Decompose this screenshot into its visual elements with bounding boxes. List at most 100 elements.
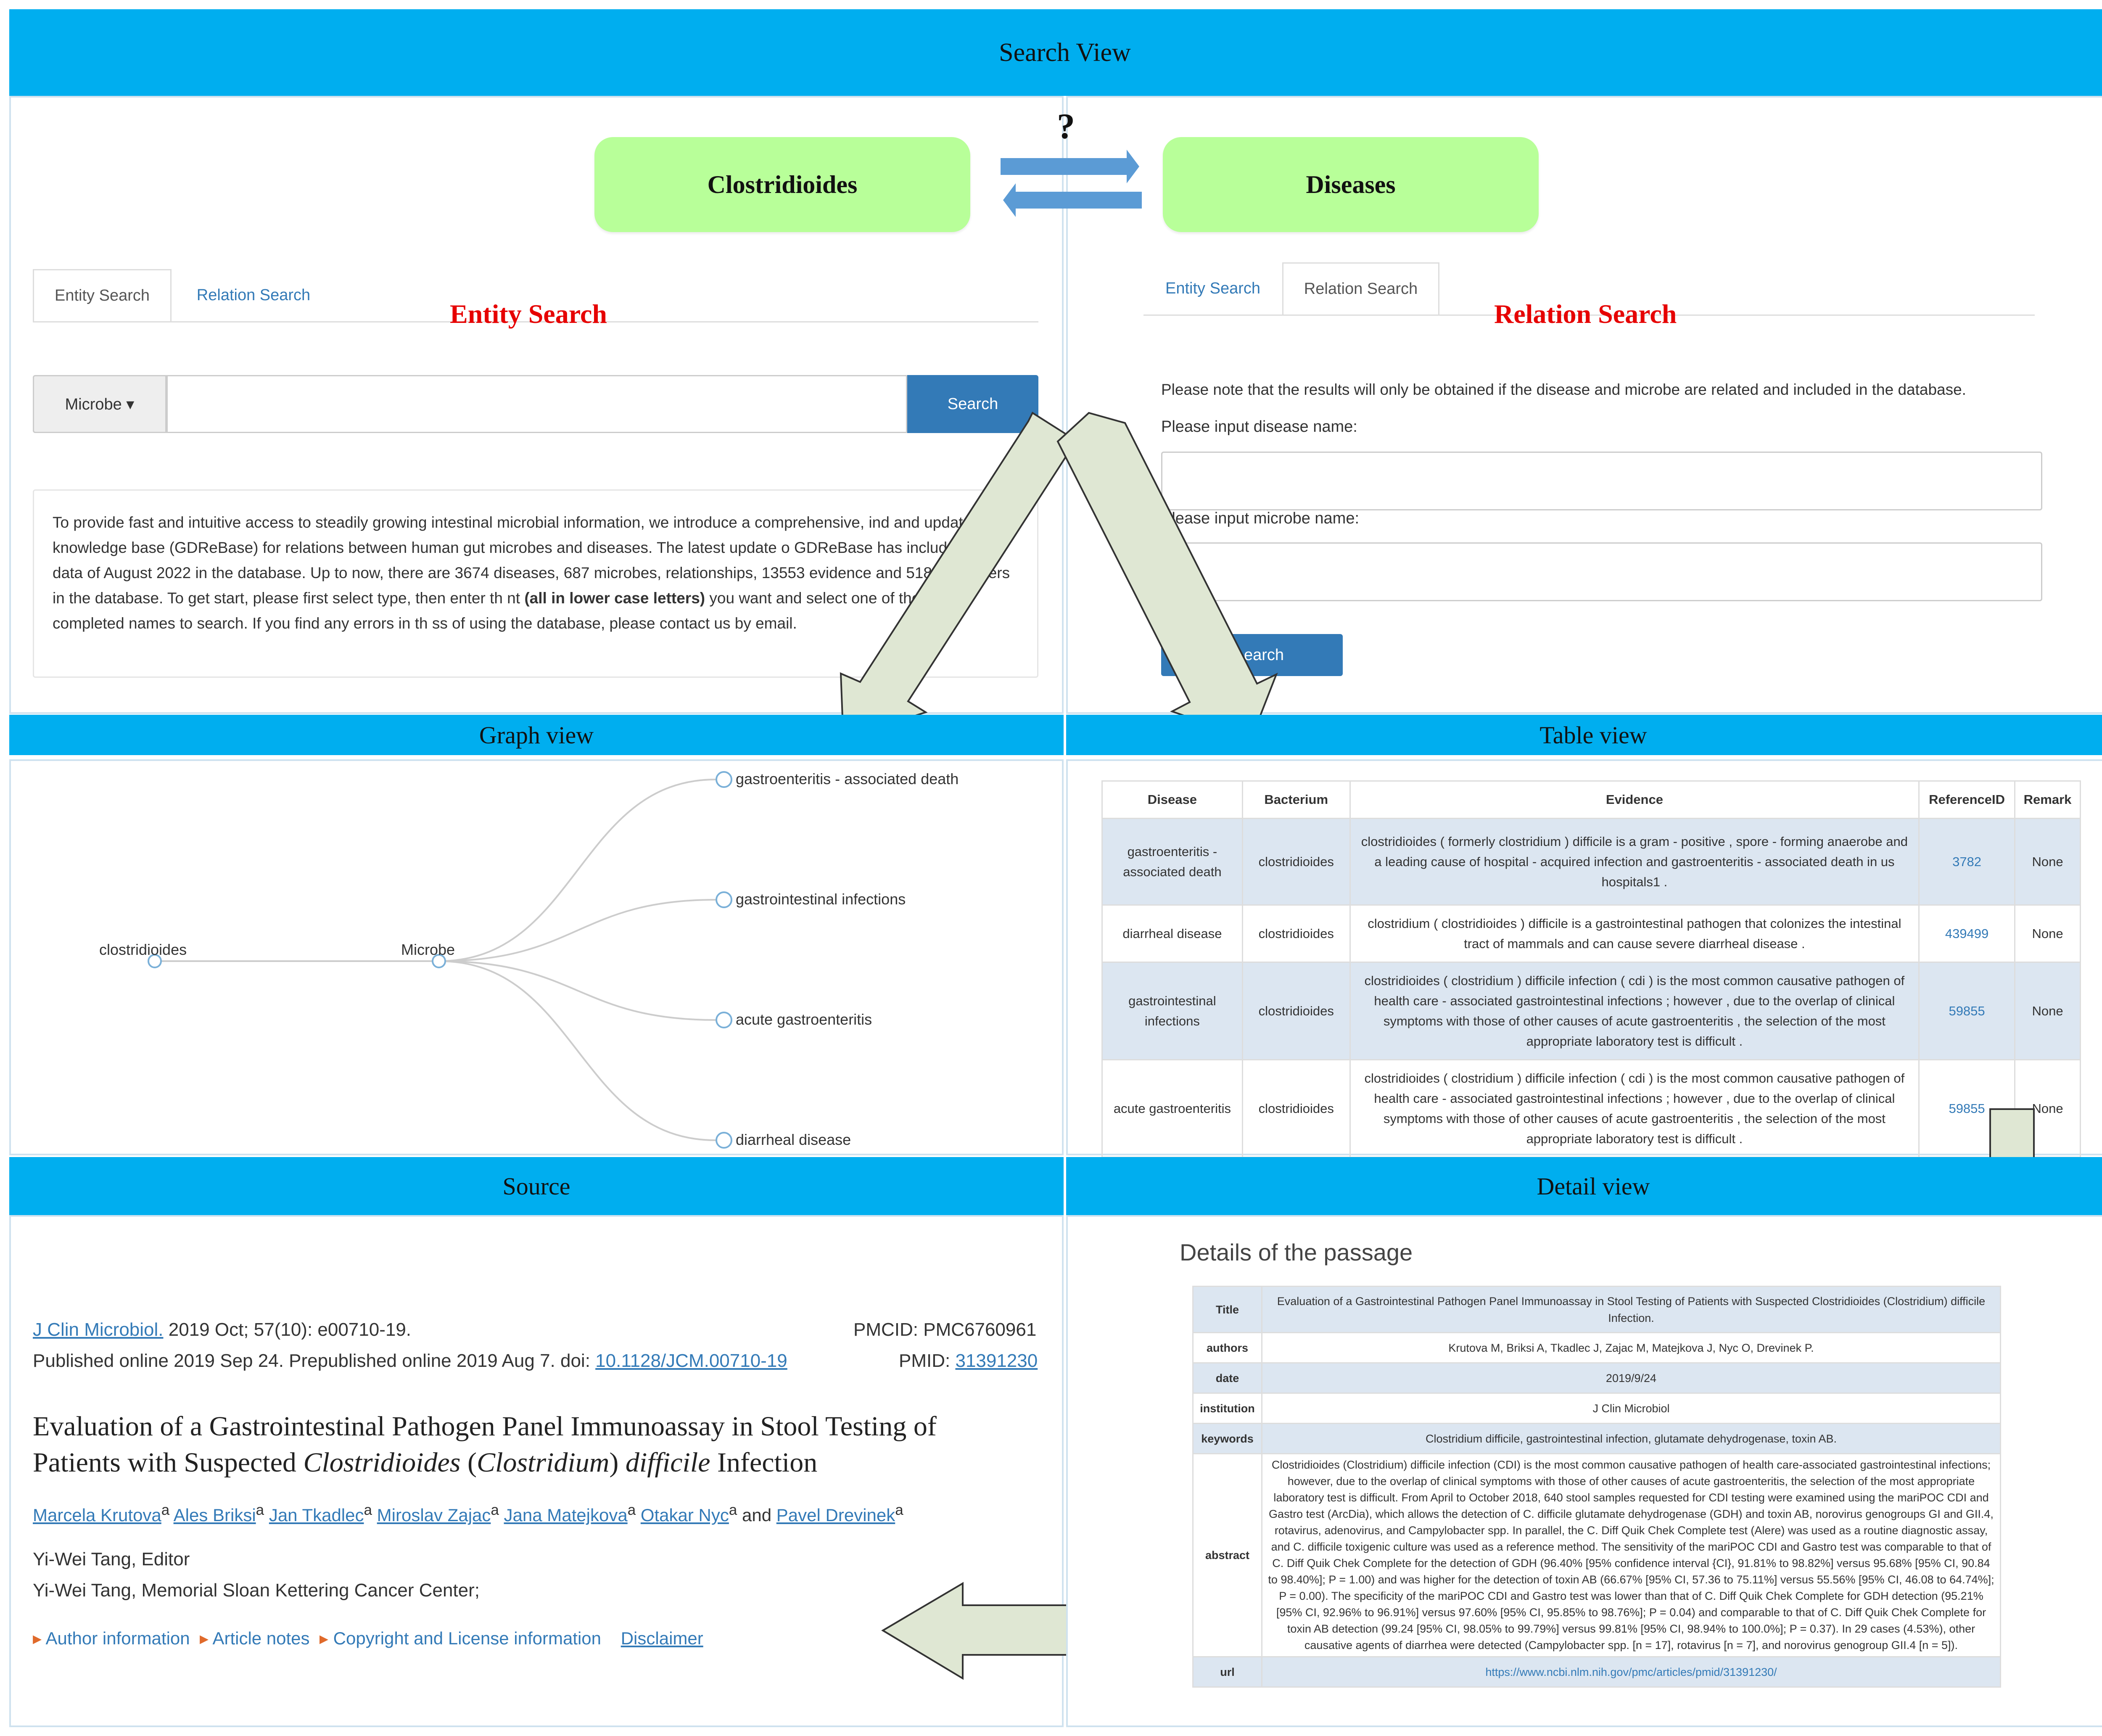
node-root — [148, 954, 162, 968]
detail-table: Title Evaluation of a Gastrointestinal P… — [1192, 1286, 2002, 1688]
microbe-name-input[interactable] — [1161, 542, 2042, 601]
bidirectional-arrow-icon — [1001, 150, 1142, 217]
paper-title-end: Infection — [717, 1447, 818, 1478]
detail-value: J Clin Microbiol — [1261, 1392, 2002, 1424]
editor-line: Yi-Wei Tang, Editor — [33, 1549, 190, 1570]
graph-edges — [148, 771, 732, 1149]
cell-disease: gastrointestinal infections — [1101, 962, 1243, 1060]
header-evidence: Evidence — [1349, 780, 1920, 819]
detail-value: Evaluation of a Gastrointestinal Pathoge… — [1261, 1286, 2002, 1333]
detail-key: keywords — [1192, 1423, 1262, 1454]
header-disease[interactable]: Disease — [1101, 780, 1243, 819]
node-label-root[interactable]: clostridioides — [99, 941, 187, 958]
detail-value: 2019/9/24 — [1261, 1362, 2002, 1394]
cell-remark: None — [2014, 818, 2081, 906]
cell-bacterium: clostridioides — [1241, 1059, 1351, 1158]
detail-row-title: Title Evaluation of a Gastrointestinal P… — [1192, 1286, 2002, 1333]
source-panel — [9, 1215, 1064, 1727]
cell-reference-link[interactable]: 59855 — [1918, 962, 2016, 1060]
header-bacterium[interactable]: Bacterium — [1241, 780, 1351, 819]
detail-url-link[interactable]: https://www.ncbi.nlm.nih.gov/pmc/article… — [1261, 1656, 2002, 1688]
author-link[interactable]: Otakar Nyc — [640, 1505, 729, 1525]
tab-relation-search[interactable]: Relation Search — [1282, 262, 1439, 314]
paper-title: Evaluation of a Gastrointestinal Pathoge… — [33, 1411, 937, 1478]
detail-key: date — [1192, 1362, 1262, 1394]
author-and: and — [742, 1505, 772, 1525]
diseases-pill: Diseases — [1163, 137, 1539, 232]
relation-search-tabs: Entity Search Relation Search — [1143, 262, 2035, 316]
paper-title-species: difficile — [625, 1447, 710, 1478]
evidence-table: Disease Bacterium Evidence ReferenceID R… — [1101, 780, 2081, 1158]
entity-search-input[interactable] — [166, 375, 907, 433]
info-box: To provide fast and intuitive access to … — [33, 489, 1038, 678]
header-reference-id: ReferenceID — [1918, 780, 2016, 819]
node-label-leaf-4[interactable]: diarrheal disease — [736, 1131, 851, 1148]
detail-row-date: date 2019/9/24 — [1192, 1362, 2002, 1394]
author-link[interactable]: Jan Tkadlec — [269, 1505, 364, 1525]
entity-search-title: Entity Search — [450, 299, 607, 329]
detail-heading: Details of the passage — [1180, 1239, 1413, 1266]
copyright-link[interactable]: Copyright and License information — [333, 1628, 602, 1648]
doi-link[interactable]: 10.1128/JCM.00710-19 — [595, 1350, 787, 1371]
author-link[interactable]: Jana Matejkova — [504, 1505, 628, 1525]
tab-entity-search[interactable]: Entity Search — [33, 269, 172, 321]
header-remark: Remark — [2014, 780, 2081, 819]
article-notes-link[interactable]: Article notes — [212, 1628, 310, 1648]
detail-key: url — [1192, 1656, 1262, 1688]
cell-evidence: clostridioides ( clostridium ) difficile… — [1349, 1059, 1920, 1158]
search-view-header: Search View — [9, 9, 2102, 96]
relation-note: Please note that the results will only b… — [1161, 381, 1966, 398]
author-link[interactable]: Marcela Krutova — [33, 1505, 161, 1525]
down-right-arrow-icon — [1056, 412, 1278, 740]
pmid-link[interactable]: 31391230 — [955, 1350, 1038, 1371]
cell-evidence: clostridioides ( clostridium ) difficile… — [1349, 962, 1920, 1060]
author-link[interactable]: Miroslav Zajac — [377, 1505, 491, 1525]
cell-bacterium: clostridioides — [1241, 818, 1351, 906]
pmid-line: PMID: 31391230 — [899, 1350, 1038, 1371]
microbe-pill: Clostridioides — [594, 137, 970, 232]
paper-title-main: Evaluation of a Gastrointestinal Pathoge… — [33, 1411, 937, 1478]
cell-remark: None — [2014, 904, 2081, 963]
published-line: Published online 2019 Sep 24. Prepublish… — [33, 1350, 787, 1371]
entity-search-tabs: Entity Search Relation Search — [33, 269, 1038, 322]
detail-key: authors — [1192, 1332, 1262, 1363]
cell-reference-link[interactable]: 3782 — [1918, 818, 2016, 906]
cell-evidence: clostridioides ( formerly clostridium ) … — [1349, 818, 1920, 906]
cell-evidence: clostridium ( clostridioides ) difficile… — [1349, 904, 1920, 963]
author-information-link[interactable]: Author information — [45, 1628, 190, 1648]
author-link[interactable]: Pavel Drevinek — [776, 1505, 895, 1525]
cell-remark: None — [2014, 962, 2081, 1060]
tab-entity-search[interactable]: Entity Search — [1165, 279, 1260, 297]
edge-microbe-leaf-1 — [438, 779, 716, 962]
entity-type-dropdown[interactable]: Microbe ▾ — [33, 375, 166, 433]
tab-relation-search[interactable]: Relation Search — [196, 286, 311, 304]
journal-line: J Clin Microbiol. 2019 Oct; 57(10): e007… — [33, 1319, 411, 1340]
cell-reference-link[interactable]: 439499 — [1918, 904, 2016, 963]
node-microbe — [432, 954, 446, 968]
disclaimer-link[interactable]: Disclaimer — [621, 1628, 703, 1648]
disease-name-input[interactable] — [1161, 452, 2042, 510]
cell-disease: diarrheal disease — [1101, 904, 1243, 963]
table-row: gastrointestinal infections clostridioid… — [1101, 962, 2081, 1060]
author-link[interactable]: Ales Briksi — [173, 1505, 256, 1525]
node-label-type[interactable]: Microbe — [401, 941, 455, 958]
journal-link[interactable]: J Clin Microbiol. — [33, 1319, 164, 1340]
source-header: Source — [9, 1157, 1064, 1215]
node-label-leaf-3[interactable]: acute gastroenteritis — [736, 1011, 872, 1028]
edge-microbe-leaf-4 — [438, 960, 716, 1141]
node-label-leaf-2[interactable]: gastrointestinal infections — [736, 890, 906, 908]
cell-bacterium: clostridioides — [1241, 962, 1351, 1060]
table-row: diarrheal disease clostridioides clostri… — [1101, 904, 2081, 963]
journal-issue: 2019 Oct; 57(10): e00710-19. — [168, 1319, 412, 1340]
entity-search-button[interactable]: Search — [907, 375, 1038, 433]
cell-disease: gastroenteritis - associated death — [1101, 818, 1243, 906]
graph-view-header: Graph view — [9, 715, 1064, 755]
detail-row-keywords: keywords Clostridium difficile, gastroin… — [1192, 1423, 2002, 1454]
node-leaf-2 — [716, 891, 732, 908]
node-leaf-3 — [716, 1012, 732, 1028]
node-leaf-1 — [716, 771, 732, 788]
edge-microbe-leaf-2 — [438, 899, 716, 962]
edge-microbe-leaf-3 — [438, 960, 716, 1021]
node-label-leaf-1[interactable]: gastroenteritis - associated death — [736, 770, 959, 787]
node-leaf-4 — [716, 1132, 732, 1149]
